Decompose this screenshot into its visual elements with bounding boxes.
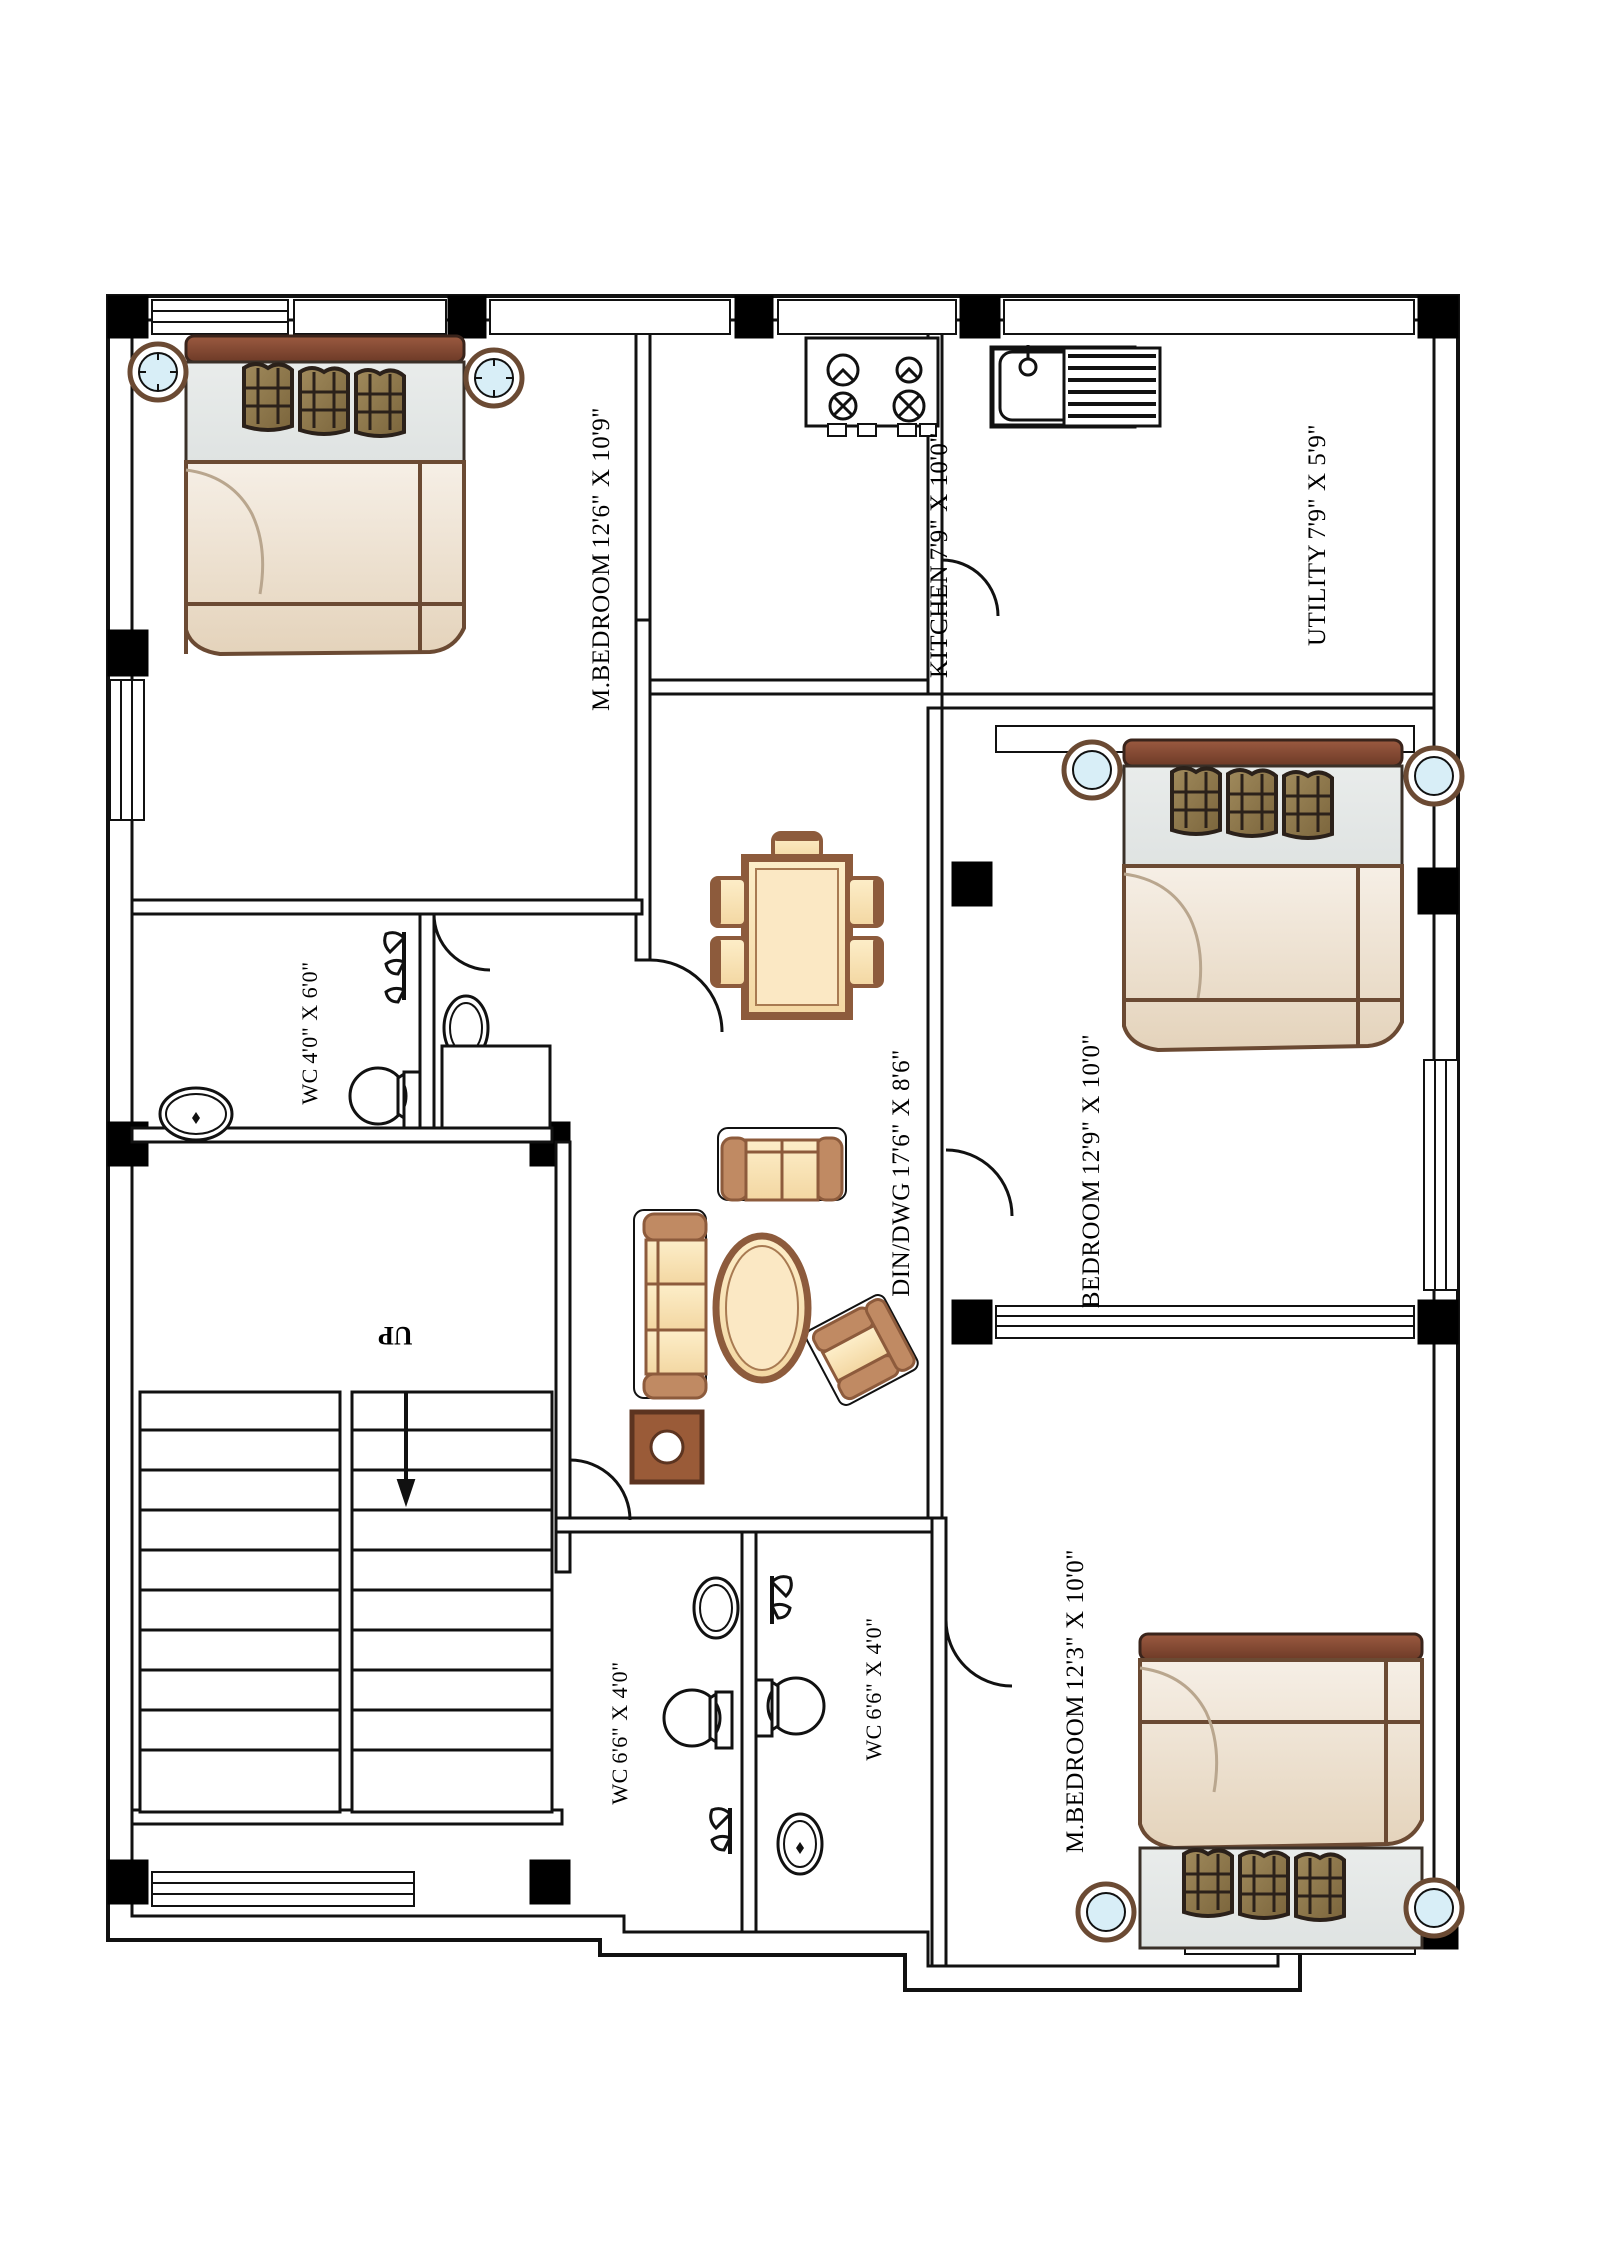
room-dimension: 6'6" X 4'0" [861,1617,886,1720]
room-name: WC [607,1768,632,1805]
room-name: WC [861,1724,886,1761]
room-name: M.BEDROOM [1062,1695,1089,1853]
room-dimension: 7'9" X 5'9" [1304,423,1331,540]
room-dimension: 12'6" X 10'9" [588,407,615,549]
room-label-m-bedroom-top-left: M.BEDROOM 12'6" X 10'9" [587,407,617,711]
internal-walls [130,318,1436,1968]
room-dimension: 17'6" X 8'6" [888,1049,915,1178]
room-label-wc-top-left: WC 4'0" X 6'0" [297,883,323,1183]
room-label-bedroom-right: BEDROOM 12'9" X 10'0" [1077,1021,1107,1321]
room-name: M.BEDROOM [588,553,615,711]
room-dimension: 6'6" X 4'0" [607,1661,632,1764]
room-dimension: 7'9" X 10'0" [926,431,953,561]
room-name: WC [297,1068,322,1105]
room-label-kitchen: KITCHEN 7'9" X 10'0" [925,405,955,705]
sink-drainboard-icon [1062,346,1162,428]
nightstand-2 [463,347,525,409]
three-seater-sofa [633,1209,708,1400]
room-label-utility: UTILITY 7'9" X 5'9" [1303,385,1333,685]
room-name: UTILITY [1304,543,1331,647]
nightstand-5 [1075,1881,1137,1943]
room-label-wc-bottom-left: WC 6'6" X 4'0" [607,1583,633,1883]
room-name: DIN/DWG [888,1182,915,1297]
faucet-icon [383,931,407,1004]
square-side-table [629,1409,705,1485]
room-label-m-bedroom-bottom: M.BEDROOM 12'3" X 10'0" [1061,1549,1091,1853]
staircase [138,1390,554,1814]
double-bed-1 [184,334,466,657]
arm-chair [805,1294,919,1406]
double-bed-3 [1138,1632,1424,1950]
faucet-icon-2 [709,1807,733,1854]
room-dimension: 12'3" X 10'0" [1062,1549,1089,1691]
nightstand-1 [127,341,189,403]
room-name: BEDROOM [1078,1179,1105,1309]
faucet-icon-3 [769,1575,793,1624]
stair-up-label: UP [378,1321,413,1350]
room-label-din-dwg: DIN/DWG 17'6" X 8'6" [887,1023,917,1323]
wc-bottom-right-fixtures [754,1575,826,1876]
wc-top-left-fixtures [158,931,552,1142]
two-seater-sofa [717,1127,847,1202]
room-label-wc-bottom-right: WC 6'6" X 4'0" [861,1539,887,1839]
double-bed-2 [1122,738,1404,1053]
room-name: KITCHEN [926,564,953,679]
dining-table-set [710,831,884,1020]
windows [109,299,1459,1955]
room-dimension: 12'9" X 10'0" [1078,1033,1105,1176]
door-swings [432,558,1014,1688]
nightstand-6 [1403,1877,1465,1939]
room-dimension: 4'0" X 6'0" [297,961,322,1064]
wc-bottom-left-fixtures [662,1576,740,1854]
stove-icon [804,336,940,437]
nightstand-3 [1061,739,1123,801]
structural-columns [107,295,1459,1950]
nightstand-4 [1403,745,1465,807]
oval-coffee-table [712,1232,812,1384]
